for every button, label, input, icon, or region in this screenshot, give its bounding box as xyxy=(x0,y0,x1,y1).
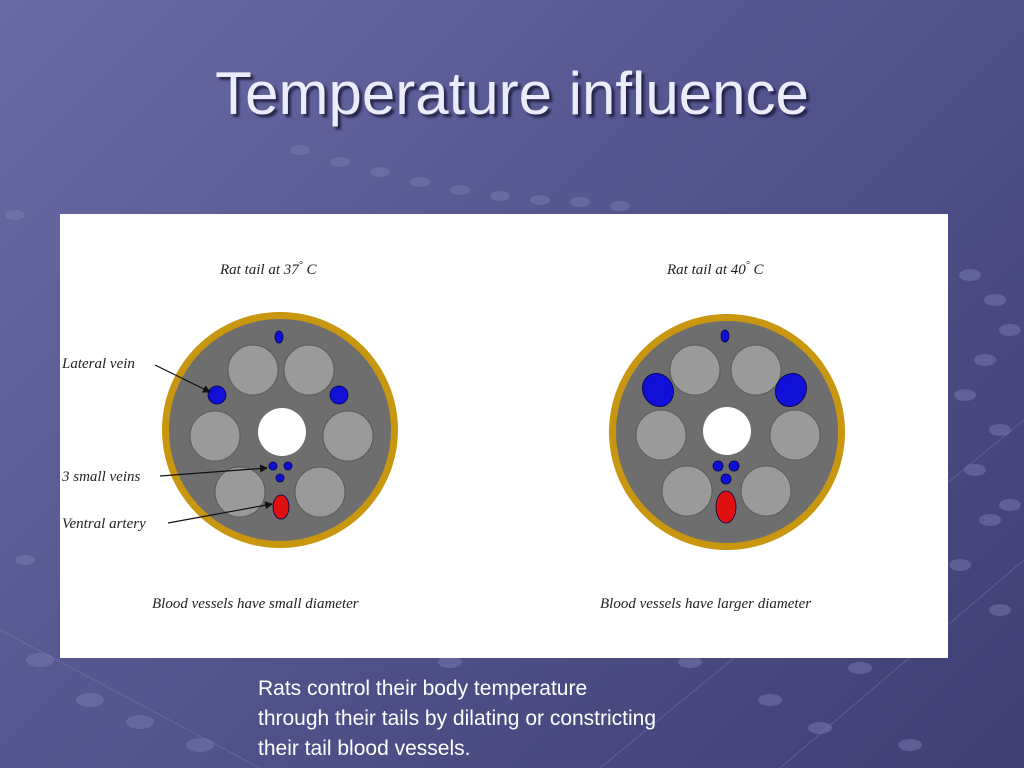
right-small-vein xyxy=(728,460,740,472)
left-tendon-bundle xyxy=(294,466,346,518)
right-tail-cross-section xyxy=(609,314,845,550)
label-small-veins: 3 small veins xyxy=(61,469,140,485)
left-small-vein xyxy=(275,473,285,483)
right-tendon-bundle xyxy=(740,465,792,517)
left-tail-cross-section xyxy=(162,312,398,548)
right-tendon-bundle xyxy=(669,344,721,396)
label-ventral-artery: Ventral artery xyxy=(62,516,146,532)
arrow-lateral-vein xyxy=(154,364,211,393)
arrow-ventral-artery xyxy=(167,501,273,524)
left-ventral-artery xyxy=(272,494,290,520)
caption-line: Rats control their body temperature xyxy=(258,677,588,700)
right-panel-title: Rat tail at 40° C xyxy=(666,260,765,278)
left-tendon-bundle xyxy=(189,410,241,462)
left-lateral-vein xyxy=(329,385,349,405)
left-lateral-vein xyxy=(207,385,227,405)
slide-caption: Rats control their body temperature thro… xyxy=(258,674,778,764)
slide-title: Temperature influence xyxy=(215,60,809,127)
right-ventral-artery xyxy=(715,490,737,524)
rat-tail-diagram: Rat tail at 37° C Rat tail at 40° C xyxy=(60,214,948,658)
left-small-vein xyxy=(283,461,293,471)
left-panel-caption: Blood vessels have small diameter xyxy=(152,596,359,612)
right-lateral-vein xyxy=(775,373,807,407)
label-lateral-vein: Lateral vein xyxy=(61,356,135,372)
left-vertebra xyxy=(258,408,306,456)
right-tendon-bundle xyxy=(769,409,821,461)
right-small-vein xyxy=(720,473,732,485)
right-tendon-bundle xyxy=(635,409,687,461)
diagram-canvas: Rat tail at 37° C Rat tail at 40° C xyxy=(61,260,845,612)
right-panel-caption: Blood vessels have larger diameter xyxy=(600,596,811,612)
left-tendon-bundle xyxy=(283,344,335,396)
right-lateral-vein xyxy=(642,373,674,407)
right-small-vein xyxy=(712,460,724,472)
left-dorsal-vein xyxy=(274,330,284,344)
right-tendon-bundle xyxy=(730,344,782,396)
arrow-small-veins xyxy=(159,464,268,477)
left-tendon-bundle xyxy=(227,344,279,396)
left-tendon-bundle xyxy=(322,410,374,462)
caption-line: their tail blood vessels. xyxy=(258,737,471,760)
right-dorsal-vein xyxy=(720,329,730,343)
left-small-vein xyxy=(268,461,278,471)
right-vertebra xyxy=(703,407,751,455)
right-tendon-bundle xyxy=(661,465,713,517)
left-panel-title: Rat tail at 37° C xyxy=(219,260,318,278)
caption-line: through their tails by dilating or const… xyxy=(258,707,657,730)
left-tendon-bundle xyxy=(214,466,266,518)
